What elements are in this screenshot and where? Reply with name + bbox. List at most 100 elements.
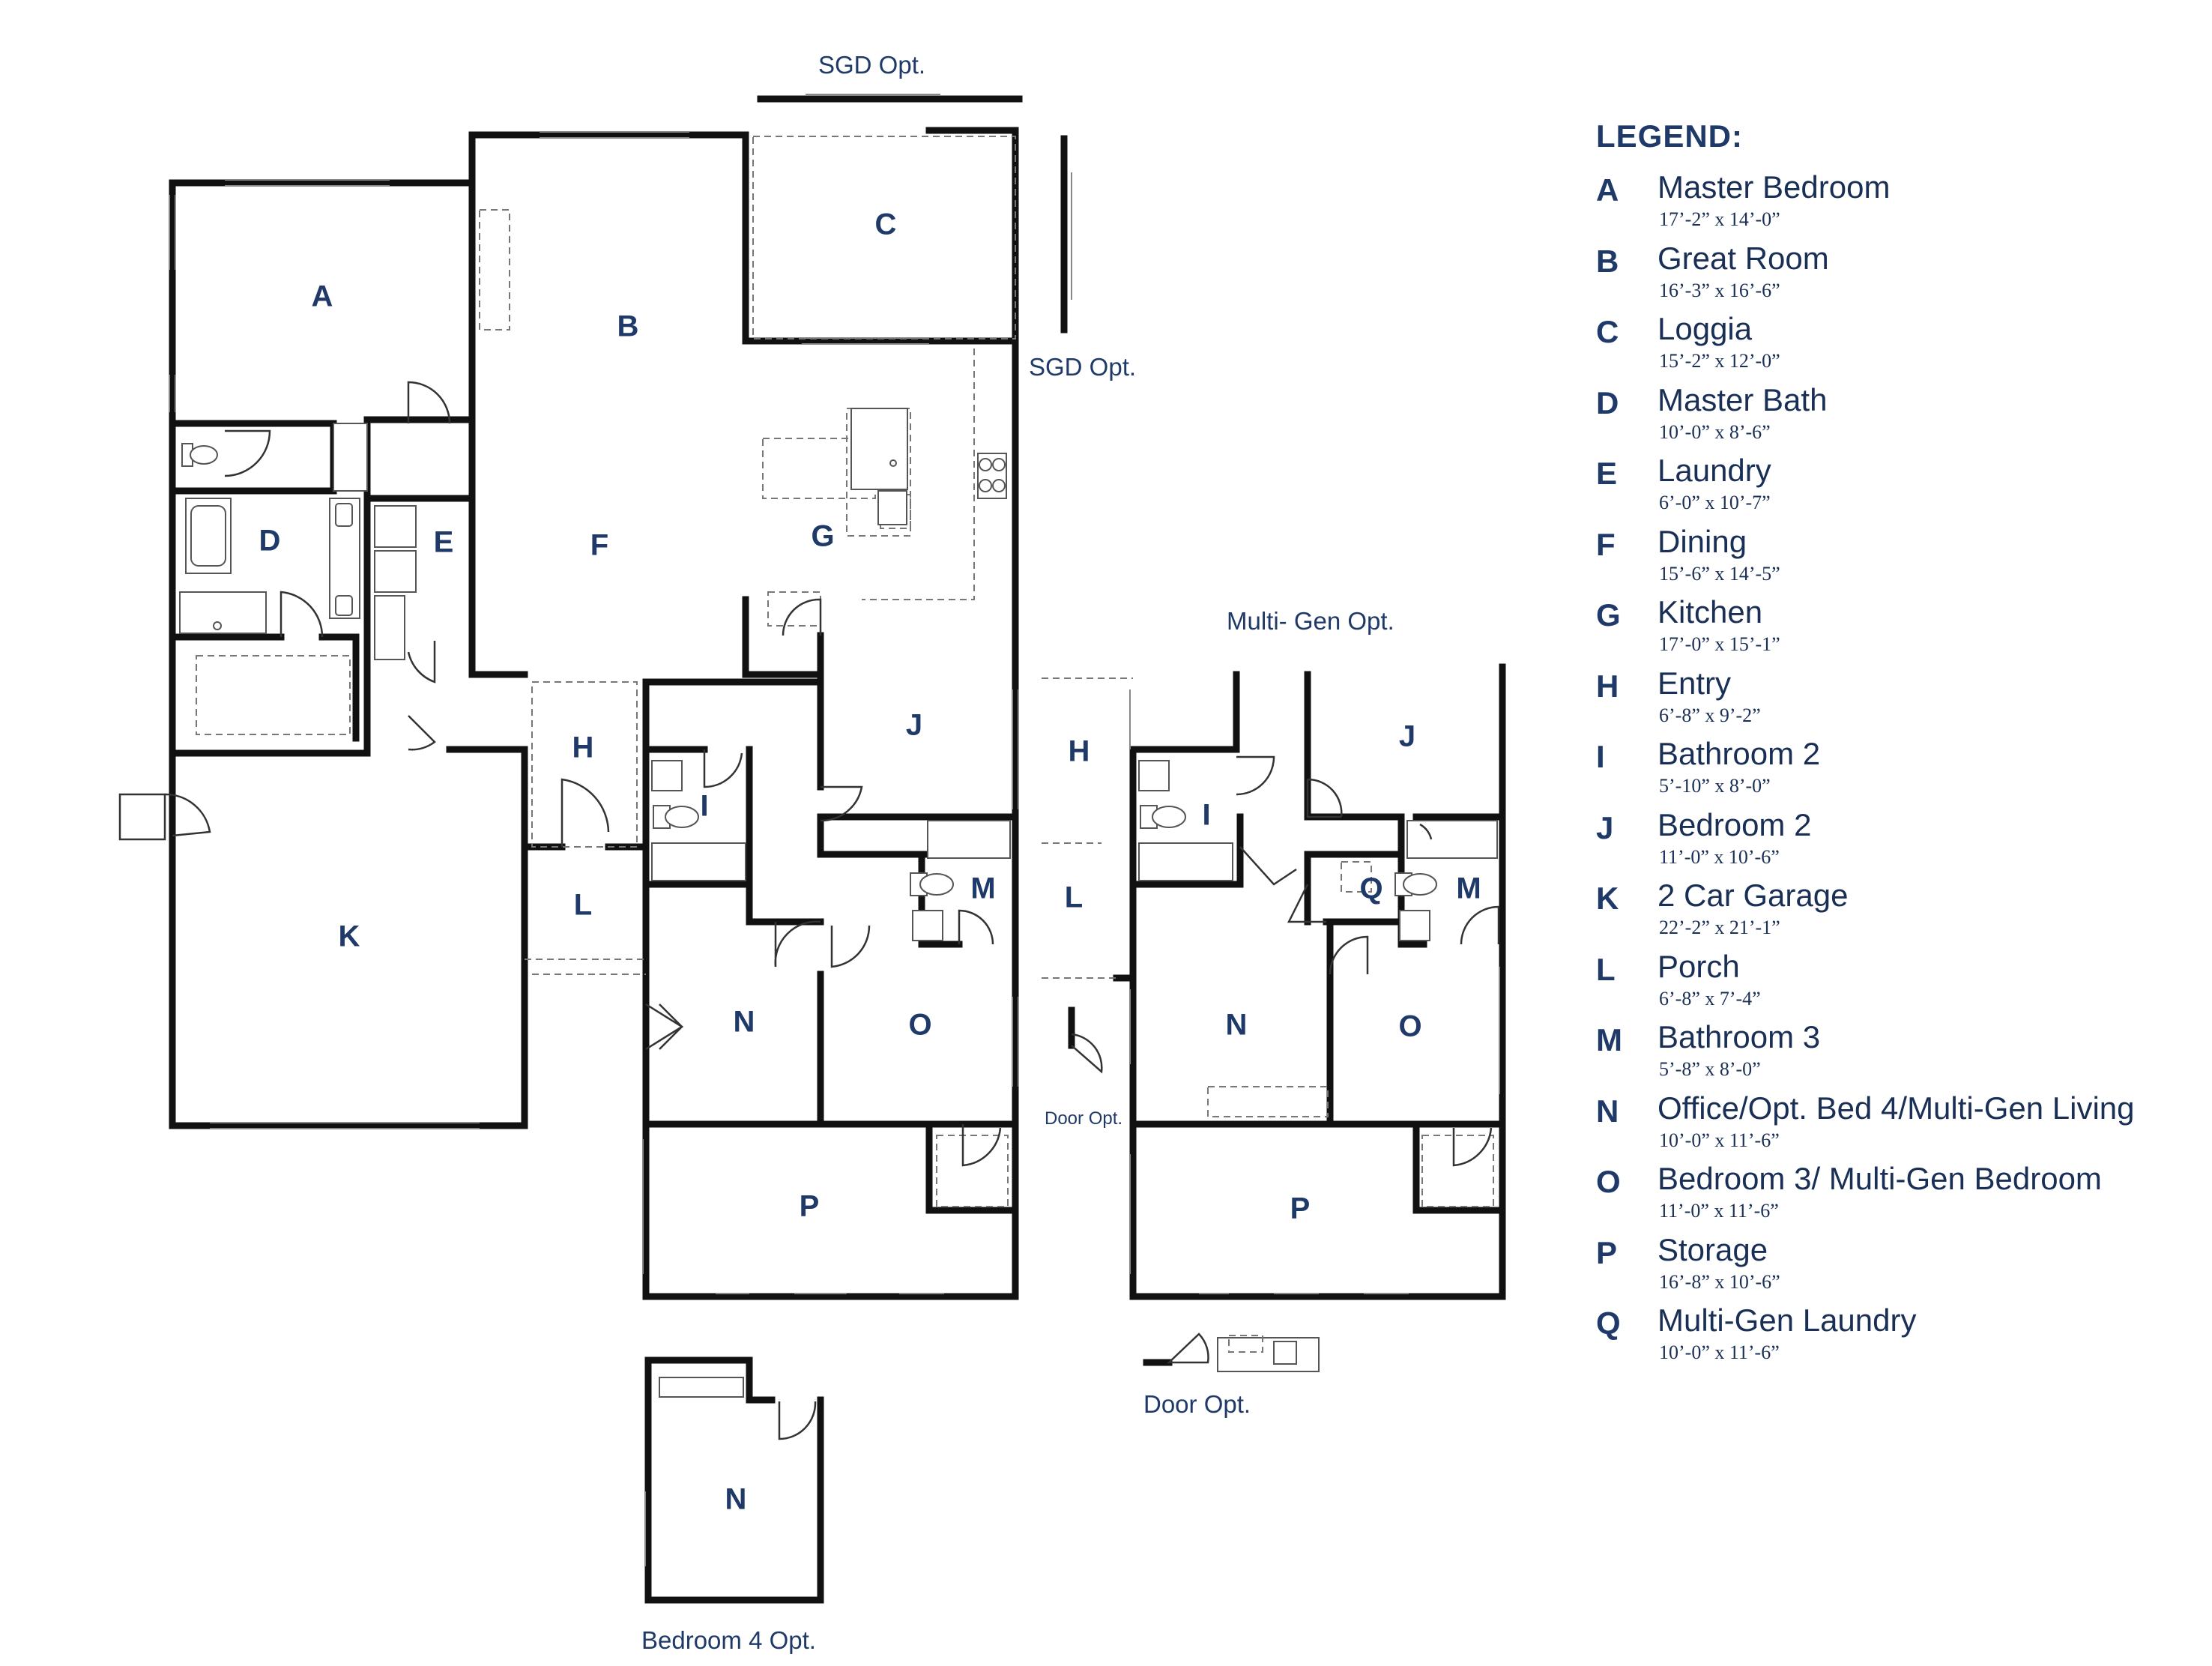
legend-room-dimensions: 17’-0” x 15’-1” [1659, 633, 1780, 655]
room-label-l: L [574, 889, 592, 922]
main-house-walls [169, 127, 1019, 1300]
room-label-o: O [908, 1009, 931, 1042]
legend-room-name: Bedroom 2 [1658, 806, 1812, 842]
legend-room-dimensions: 10’-0” x 11’-6” [1659, 1341, 1780, 1363]
legend-letter: J [1596, 809, 1614, 845]
legend-room-dimensions: 10’-0” x 11’-6” [1659, 1129, 1780, 1151]
legend-letter: D [1596, 384, 1619, 420]
legend-room-name: Bedroom 3/ Multi-Gen Bedroom [1658, 1161, 2102, 1196]
legend-room-dimensions: 16’-8” x 10’-6” [1659, 1270, 1780, 1293]
legend-room-name: Bathroom 3 [1658, 1019, 1821, 1054]
legend-item: F Dining 15’-6” x 14’-5” [1596, 524, 2196, 595]
legend-letter: B [1596, 243, 1619, 279]
room-label-h-mg: H [1069, 735, 1090, 768]
room-label-f: F [590, 529, 608, 562]
room-label-e: E [434, 526, 454, 559]
legend-room-dimensions: 10’-0” x 8’-6” [1659, 420, 1771, 443]
legend-room-name: Loggia [1658, 311, 1753, 346]
legend-room-dimensions: 22’-2” x 21’-1” [1659, 917, 1780, 938]
legend-room-dimensions: 15’-6” x 14’-5” [1659, 562, 1780, 585]
legend-letter: M [1596, 1022, 1622, 1057]
main-fixtures [179, 408, 1011, 941]
room-label-k: K [339, 920, 360, 953]
legend-item: C Loggia 15’-2” x 12’-0” [1596, 311, 2196, 382]
legend-room-dimensions: 5’-8” x 8’-0” [1659, 1058, 1761, 1080]
legend-list: A Master Bedroom 17’-2” x 14’-0” B Great Roo… [1596, 169, 2196, 1374]
legend-room-name: Great Room [1658, 240, 1829, 276]
room-label-l-mg: L [1065, 881, 1083, 914]
legend-room-dimensions: 6’-8” x 7’-4” [1659, 987, 1761, 1009]
legend-room-name: Laundry [1658, 453, 1771, 488]
main-windows [169, 131, 1019, 1294]
legend-room-dimensions: 16’-3” x 16’-6” [1659, 279, 1780, 301]
legend-letter: E [1596, 456, 1618, 491]
legend-room-name: Kitchen [1658, 594, 1763, 630]
legend-item: Q Multi-Gen Laundry 10’-0” x 11’-6” [1596, 1303, 2196, 1374]
legend-letter: A [1596, 172, 1619, 208]
legend-item: G Kitchen 17’-0” x 15’-1” [1596, 594, 2196, 666]
legend-letter: I [1596, 739, 1605, 774]
room-label-m: M [970, 872, 995, 905]
room-label-n: N [734, 1006, 755, 1039]
legend-title: LEGEND: [1596, 118, 1743, 154]
legend-letter: O [1596, 1164, 1621, 1199]
bedroom4-option-label: Bedroom 4 Opt. [641, 1626, 816, 1654]
multi-gen-extras [757, 94, 1500, 1372]
room-label-o-mg: O [1398, 1010, 1421, 1043]
legend-room-dimensions: 6’-8” x 9’-2” [1659, 704, 1761, 726]
door-option-small-label: Door Opt. [1045, 1108, 1122, 1129]
legend-room-dimensions: 5’-10” x 8’-0” [1659, 775, 1771, 797]
legend-item: B Great Room 16’-3” x 16’-6” [1596, 241, 2196, 312]
legend-room-name: Porch [1658, 948, 1740, 984]
legend-letter: F [1596, 526, 1616, 562]
floor-plan: A B C D E F G H I J K L M N O P H L J I … [118, 51, 1506, 1654]
legend-letter: K [1596, 881, 1619, 916]
legend-item: K 2 Car Garage 22’-2” x 21’-1” [1596, 878, 2196, 949]
legend-room-dimensions: 11’-0” x 10’-6” [1659, 845, 1780, 868]
option-labels: SGD Opt. SGD Opt. Multi- Gen Opt. Door O… [641, 51, 1394, 1654]
room-label-a: A [312, 280, 333, 313]
legend-room-name: Dining [1658, 523, 1747, 559]
room-label-g: G [811, 520, 834, 553]
room-label-h: H [572, 731, 594, 764]
legend-letter: N [1596, 1093, 1619, 1129]
room-label-j: J [906, 709, 922, 742]
room-label-j-mg: J [1399, 720, 1415, 753]
legend-item: E Laundry 6’-0” x 10’-7” [1596, 453, 2196, 524]
room-label-d: D [259, 525, 281, 558]
legend-item: A Master Bedroom 17’-2” x 14’-0” [1596, 169, 2196, 241]
room-label-c: C [875, 208, 897, 241]
sgd-option-top-label: SGD Opt. [818, 51, 925, 79]
legend-letter: L [1596, 951, 1616, 987]
legend-room-dimensions: 11’-0” x 11’-6” [1659, 1200, 1779, 1222]
legend-room-name: Master Bedroom [1658, 169, 1891, 205]
room-label-i-mg: I [1202, 799, 1210, 832]
legend-room-dimensions: 6’-0” x 10’-7” [1659, 492, 1771, 513]
legend-item: O Bedroom 3/ Multi-Gen Bedroom 11’-0” x 11… [1596, 1161, 2196, 1232]
bedroom4-walls [644, 1356, 824, 1604]
room-label-i: I [700, 790, 708, 823]
room-labels: A B C D E F G H I J K L M N O P H L J I … [259, 208, 1481, 1516]
legend-letter: C [1596, 314, 1619, 349]
legend-item: J Bedroom 2 11’-0” x 10’-6” [1596, 807, 2196, 878]
multi-gen-option-label: Multi- Gen Opt. [1227, 607, 1394, 635]
legend: LEGEND: A Master Bedroom 17’-2” x 14’-0” B G… [1596, 118, 2196, 1374]
legend-letter: Q [1596, 1306, 1621, 1341]
room-label-n-bed4: N [725, 1483, 747, 1516]
legend-room-name: Multi-Gen Laundry [1658, 1303, 1917, 1338]
legend-letter: P [1596, 1234, 1618, 1270]
legend-room-dimensions: 15’-2” x 12’-0” [1659, 350, 1780, 372]
legend-item: M Bathroom 3 5’-8” x 8’-0” [1596, 1019, 2196, 1090]
room-label-n-mg: N [1226, 1009, 1248, 1042]
legend-item: L Porch 6’-8” x 7’-4” [1596, 949, 2196, 1020]
legend-room-dimensions: 17’-2” x 14’-0” [1659, 208, 1780, 230]
sgd-option-right-label: SGD Opt. [1029, 353, 1136, 381]
legend-room-name: 2 Car Garage [1658, 878, 1849, 913]
legend-letter: G [1596, 597, 1621, 633]
room-label-p-mg: P [1290, 1192, 1311, 1225]
